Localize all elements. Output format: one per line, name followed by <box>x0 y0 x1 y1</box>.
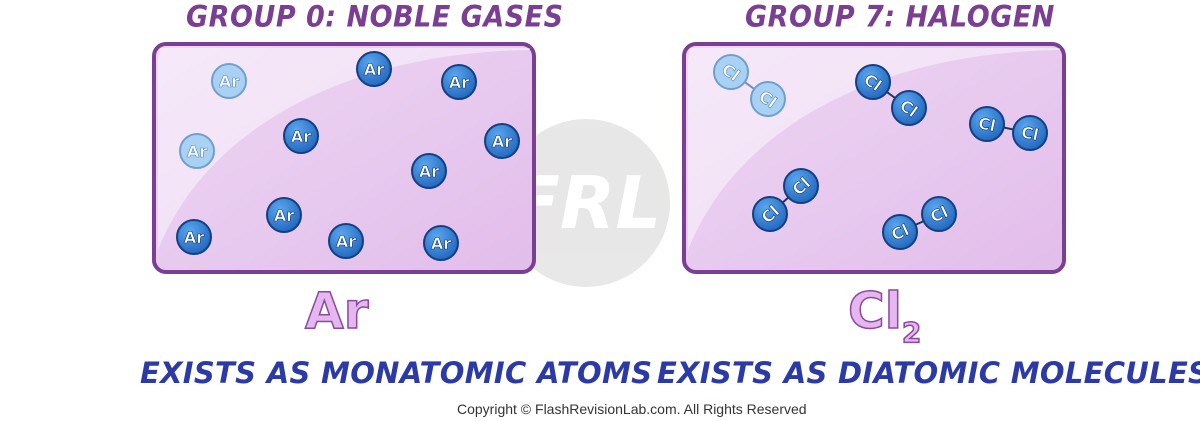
watermark-circle <box>502 119 670 287</box>
copyright-text: Copyright © FlashRevisionLab.com. All Ri… <box>457 401 807 417</box>
atom-circle <box>891 90 927 126</box>
left-box-frame <box>152 42 536 274</box>
atom-label: Ar <box>419 162 439 181</box>
atom: Ar <box>328 223 364 259</box>
atom-circle <box>211 63 247 99</box>
atom-label: Ar <box>431 234 451 253</box>
atom-label: Ar <box>364 60 384 79</box>
left-title: Group 0: Noble Gases <box>186 0 564 35</box>
atom-circle <box>783 168 819 204</box>
atom: Ar <box>283 118 319 154</box>
atom-circle <box>713 54 749 90</box>
atom: Ar <box>356 51 392 87</box>
atom: Cl <box>891 90 927 126</box>
atom: Ar <box>211 63 247 99</box>
atom-label: Ar <box>336 232 356 251</box>
atom: Cl <box>752 196 788 232</box>
atom: Cl <box>969 106 1005 142</box>
left-box-shine <box>158 48 530 250</box>
atom-label: Cl <box>977 113 998 135</box>
atom-circle <box>752 196 788 232</box>
atom-circle <box>328 223 364 259</box>
atom-circle <box>411 153 447 189</box>
atom: Ar <box>423 225 459 261</box>
atom-circle <box>969 106 1005 142</box>
atom-label: Ar <box>184 228 204 247</box>
atom-circle <box>356 51 392 87</box>
atom-circle <box>176 219 212 255</box>
chlorine-formula: Cl2 <box>847 281 922 350</box>
atom-circle <box>855 64 891 100</box>
chlorine-formula-subscript: 2 <box>901 315 922 350</box>
atom: Cl <box>882 214 918 250</box>
chlorine-formula-symbol: Cl <box>847 281 902 341</box>
right-title: Group 7: Halogen <box>745 0 1055 35</box>
atom-label: Ar <box>219 72 239 91</box>
atom: Cl <box>713 54 749 90</box>
atom-circle <box>921 196 957 232</box>
atom-circle <box>1012 115 1048 151</box>
argon-formula: Ar <box>304 281 369 341</box>
atom: Cl <box>750 81 786 117</box>
right-caption: Exists as diatomic molecules <box>657 356 1200 390</box>
atom: Cl <box>1012 115 1048 151</box>
atom-circle <box>283 118 319 154</box>
atom-label: Ar <box>291 127 311 146</box>
atom-circle <box>179 133 215 169</box>
atom: Ar <box>411 153 447 189</box>
atom: Cl <box>921 196 957 232</box>
atom-circle <box>441 64 477 100</box>
left-box <box>152 42 536 274</box>
atom-label: Ar <box>187 142 207 161</box>
atom-label: Ar <box>449 73 469 92</box>
atom: Ar <box>179 133 215 169</box>
atom: Cl <box>855 64 891 100</box>
atom-circle <box>484 123 520 159</box>
atom: Ar <box>266 197 302 233</box>
atom-circle <box>750 81 786 117</box>
atom: Cl <box>783 168 819 204</box>
atom: Ar <box>441 64 477 100</box>
atom-label: Ar <box>274 206 294 225</box>
atom-circle <box>423 225 459 261</box>
atom: Ar <box>176 219 212 255</box>
atom-label: Ar <box>492 132 512 151</box>
atom-label: Cl <box>1020 122 1041 144</box>
atom-circle <box>882 214 918 250</box>
atom: Ar <box>484 123 520 159</box>
left-caption: Exists as monatomic atoms <box>140 356 653 390</box>
cl2-molecule: Cl Cl <box>969 106 1048 151</box>
atom-circle <box>266 197 302 233</box>
